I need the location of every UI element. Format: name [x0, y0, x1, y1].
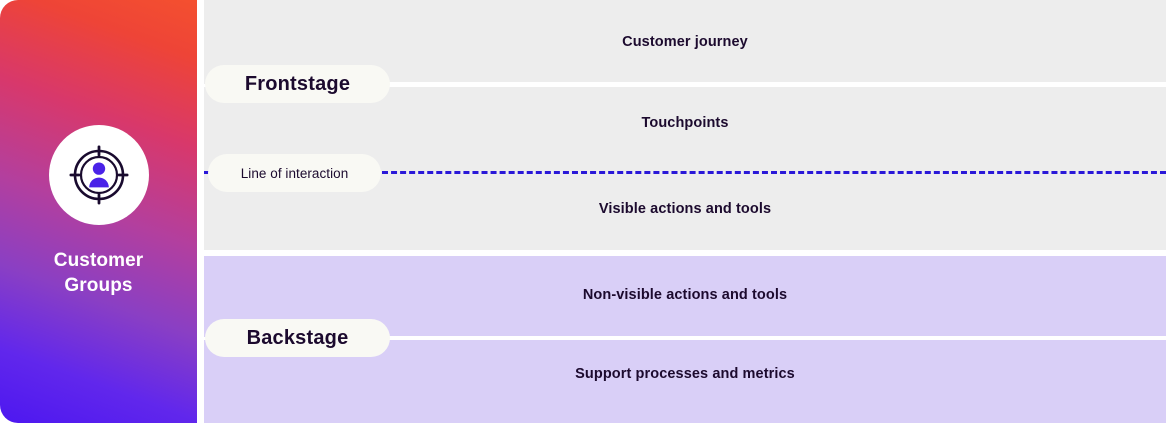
- line-of-interaction-pill[interactable]: Line of interaction: [208, 154, 381, 192]
- frontstage-pill[interactable]: Frontstage: [205, 65, 390, 103]
- customer-target-icon: [48, 125, 149, 226]
- row-label-support-processes: Support processes and metrics: [575, 366, 795, 382]
- row-label-customer-journey: Customer journey: [622, 34, 748, 50]
- sidebar-title-line2: Groups: [64, 274, 133, 296]
- row-label-visible-actions: Visible actions and tools: [598, 201, 772, 217]
- line-of-interaction-stub: [204, 171, 210, 174]
- backstage-pill[interactable]: Backstage: [205, 319, 390, 357]
- sidebar-title-line1: Customer: [53, 250, 144, 272]
- sidebar-title: Customer Groups: [54, 249, 143, 298]
- line-of-interaction-dashed: [382, 171, 1166, 174]
- frontstage-row-divider: [204, 84, 1166, 87]
- frontstage-connector-line: [388, 82, 1166, 85]
- backstage-connector-line: [388, 336, 1166, 339]
- customer-groups-sidebar: Customer Groups: [0, 0, 197, 423]
- frontstage-panel: [204, 0, 1166, 250]
- row-label-touchpoints: Touchpoints: [641, 115, 729, 131]
- row-label-non-visible-actions: Non-visible actions and tools: [582, 287, 788, 303]
